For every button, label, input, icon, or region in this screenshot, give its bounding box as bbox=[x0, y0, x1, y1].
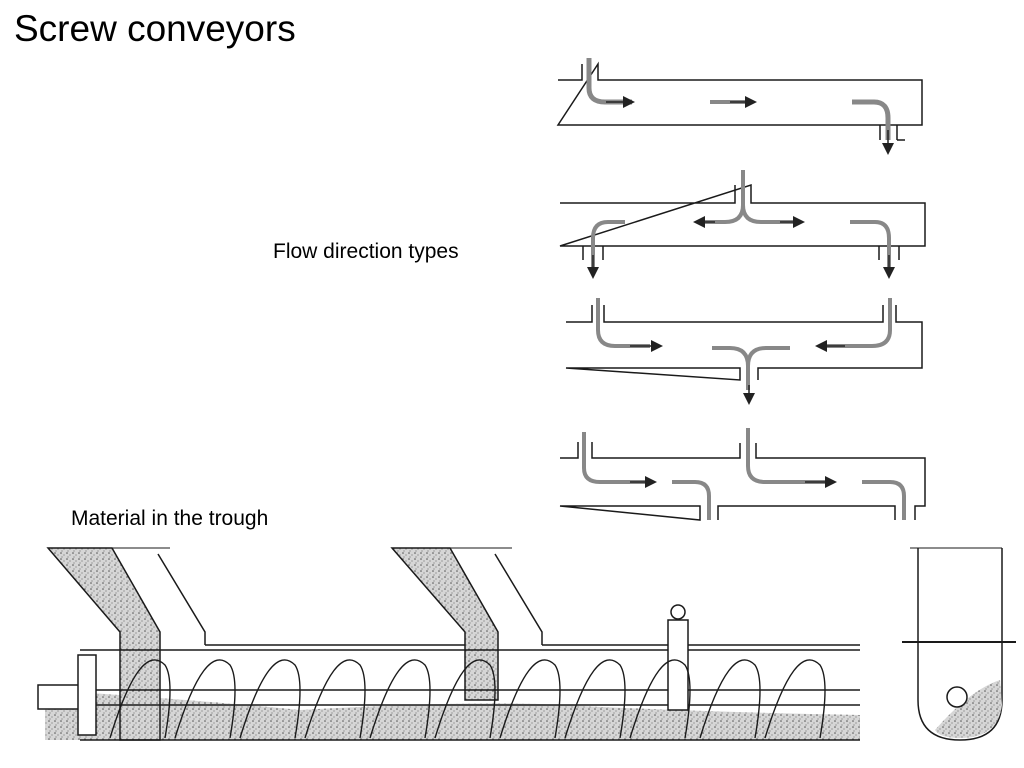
material-flow-4a bbox=[582, 432, 650, 484]
chute-wall-2 bbox=[494, 553, 543, 645]
flow-diagram-2 bbox=[559, 170, 926, 279]
trough-body bbox=[80, 649, 860, 741]
material-flow-3a bbox=[596, 298, 650, 348]
material-flow-1c bbox=[852, 99, 891, 140]
flow-diagram-4 bbox=[559, 428, 926, 521]
material-flow-2c bbox=[591, 220, 625, 270]
inlet-chute-2 bbox=[390, 547, 499, 701]
chute-wall-1 bbox=[157, 553, 206, 645]
material-flow-3c bbox=[712, 346, 790, 390]
material-flow-2a bbox=[700, 170, 745, 224]
shaft-circle-icon bbox=[946, 686, 968, 708]
material-flow-3b bbox=[820, 298, 892, 348]
grease-cup-icon bbox=[670, 604, 686, 620]
trough-material-label: Material in the trough bbox=[71, 507, 269, 530]
trough-outline-4 bbox=[559, 442, 926, 521]
screw-flights bbox=[109, 659, 826, 739]
end-plate bbox=[77, 654, 97, 736]
trough-material bbox=[935, 680, 1002, 738]
material-flow-2b bbox=[741, 204, 800, 224]
outlet-1 bbox=[879, 125, 905, 141]
flow-diagram-3 bbox=[565, 298, 923, 405]
material-flow-4c bbox=[672, 480, 711, 520]
material-flow-4d bbox=[862, 480, 906, 520]
material-flow-4b bbox=[746, 428, 830, 484]
trough-outline-1 bbox=[556, 61, 923, 126]
conveyor-section bbox=[37, 547, 860, 741]
flow-direction-label: Flow direction types bbox=[273, 240, 459, 263]
material-bed bbox=[45, 690, 860, 740]
screw-shaft bbox=[40, 689, 860, 706]
slide-title: Screw conveyors bbox=[14, 8, 296, 49]
material-flow-2d bbox=[850, 220, 891, 270]
trough-outline-3 bbox=[565, 305, 923, 381]
trough-cross-section bbox=[902, 547, 1016, 741]
hanger-bearing bbox=[667, 619, 689, 711]
material-flow-1a bbox=[586, 58, 632, 105]
flow-diagram-1 bbox=[556, 58, 923, 155]
outlets-2 bbox=[582, 246, 900, 260]
